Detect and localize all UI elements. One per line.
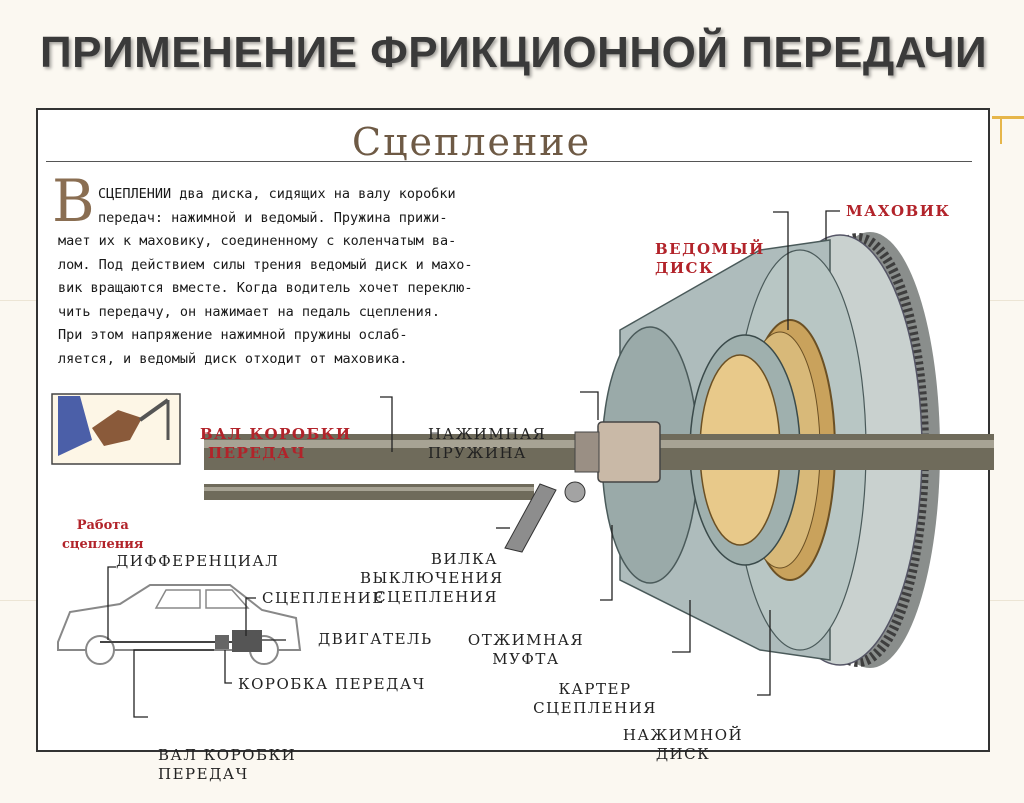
label-release-fork: ВИЛКА — [430, 550, 498, 568]
release-fork — [504, 481, 586, 553]
paragraph-line: СЦЕПЛЕНИИ два диска, сидящих на валу кор… — [98, 186, 456, 202]
label-gearbox: КОРОБКА ПЕРЕДАЧ — [238, 675, 426, 693]
paragraph-line: вик вращаются вместе. Когда водитель хоч… — [58, 280, 473, 296]
paragraph-line: чить передачу, он нажимает на педаль сце… — [58, 303, 441, 320]
clutch-pedal-inset — [51, 393, 181, 465]
corner-decoration — [992, 116, 1024, 119]
label-differential: ДИФФЕРЕНЦИАЛ — [116, 552, 280, 570]
label-clutch: СЦЕПЛЕНИЕ — [262, 589, 385, 607]
leader-lines — [107, 210, 840, 718]
clutch-diagram — [51, 210, 994, 718]
paragraph-line: передач: нажимной и ведомый. Пружина при… — [98, 209, 448, 226]
paragraph-line: ляется, и ведомый диск отходит от махови… — [58, 350, 408, 367]
slide-title: ПРИМЕНЕНИЕ ФРИКЦИОННОЙ ПЕРЕДАЧИ — [40, 28, 988, 77]
description-paragraph: СЦЕПЛЕНИИ два диска, сидящих на валу кор… — [58, 183, 648, 371]
dropcap-letter: В — [52, 167, 95, 235]
paragraph-line: При этом напряжение нажимной пружины осл… — [58, 327, 408, 343]
label-engine: ДВИГАТЕЛЬ — [318, 630, 433, 648]
corner-decoration — [1000, 116, 1002, 144]
label-flywheel: МАХОВИК — [846, 202, 951, 220]
figure-title: Сцепление — [352, 120, 592, 164]
paragraph-line: мает их к маховику, соединенному с колен… — [58, 233, 457, 249]
paragraph-line: лом. Под действием силы трения ведомый д… — [58, 256, 473, 273]
title-rule — [46, 161, 972, 162]
gearbox-shaft — [204, 434, 994, 500]
release-bearing — [574, 421, 661, 483]
